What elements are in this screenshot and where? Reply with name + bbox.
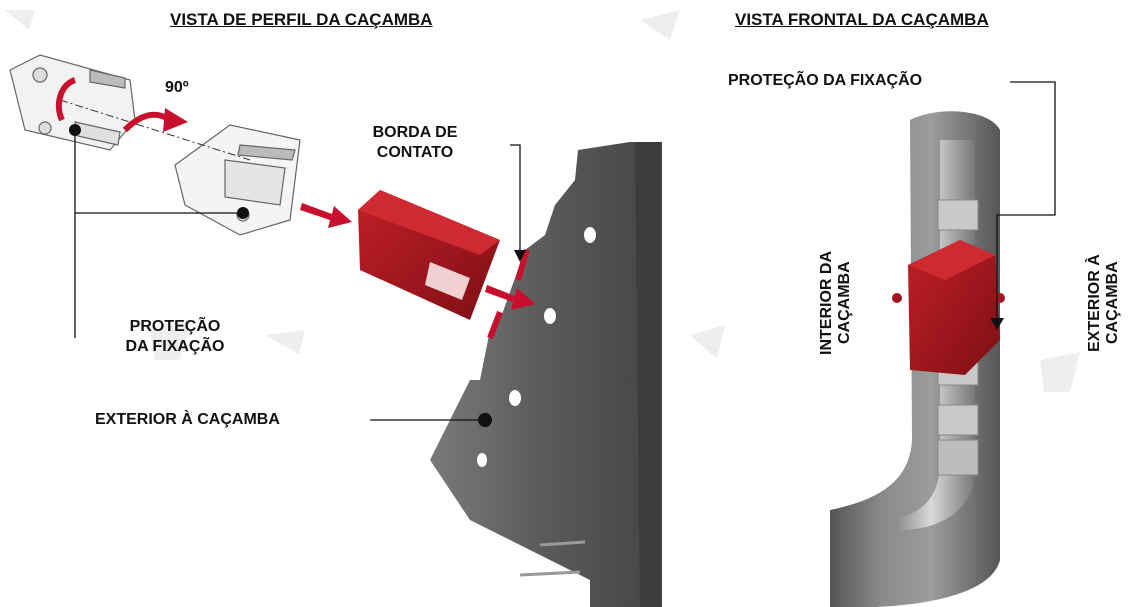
exterior-label-right: EXTERIOR À CAÇAMBA xyxy=(1086,228,1122,378)
rotation-curve-arrow xyxy=(55,77,77,122)
leader-lines-right xyxy=(996,81,1056,320)
watermark-logo xyxy=(5,10,1080,392)
red-protection-part-left xyxy=(358,190,500,320)
contact-edge-label-line2: CONTATO xyxy=(376,144,454,161)
left-panel-title: VISTA DE PERFIL DA CAÇAMBA xyxy=(170,10,433,29)
contact-edge-label-line1: BORDA DE xyxy=(372,124,458,141)
fixation-protection-label-left-line2: DA FIXAÇÃO xyxy=(125,338,225,355)
exterior-label-right-line1: EXTERIOR À xyxy=(1086,254,1103,352)
leader-lines-left xyxy=(74,130,521,421)
red-protection-part-right xyxy=(892,240,1005,375)
right-panel-title: VISTA FRONTAL DA CAÇAMBA xyxy=(735,10,989,29)
clamp-part-rotated xyxy=(174,124,301,236)
insertion-arrows xyxy=(300,203,536,310)
interior-label-line2: CAÇAMBA xyxy=(836,261,853,345)
leader-arrow-right xyxy=(990,318,1004,330)
exterior-label-right-line2: CAÇAMBA xyxy=(1104,261,1121,345)
fixation-protection-label-left: PROTEÇÃO DA FIXAÇÃO xyxy=(105,317,245,357)
leader-dots-left xyxy=(69,124,526,427)
angle-label: 90º xyxy=(165,79,189,96)
contact-edge-label: BORDA DE CONTATO xyxy=(355,123,475,163)
rotation-axis-line xyxy=(59,99,251,161)
clamp-part-original xyxy=(9,54,136,151)
exterior-label-left: EXTERIOR À CAÇAMBA xyxy=(95,411,280,428)
bucket-profile-body xyxy=(430,142,662,607)
contact-edge-marks xyxy=(487,249,530,340)
interior-label-line1: INTERIOR DA xyxy=(818,251,835,355)
fixation-protection-label-right: PROTEÇÃO DA FIXAÇÃO xyxy=(728,72,923,89)
fixation-protection-label-left-line1: PROTEÇÃO xyxy=(129,318,221,335)
interior-label: INTERIOR DA CAÇAMBA xyxy=(818,228,854,378)
rotation-arrow-head xyxy=(163,108,188,132)
